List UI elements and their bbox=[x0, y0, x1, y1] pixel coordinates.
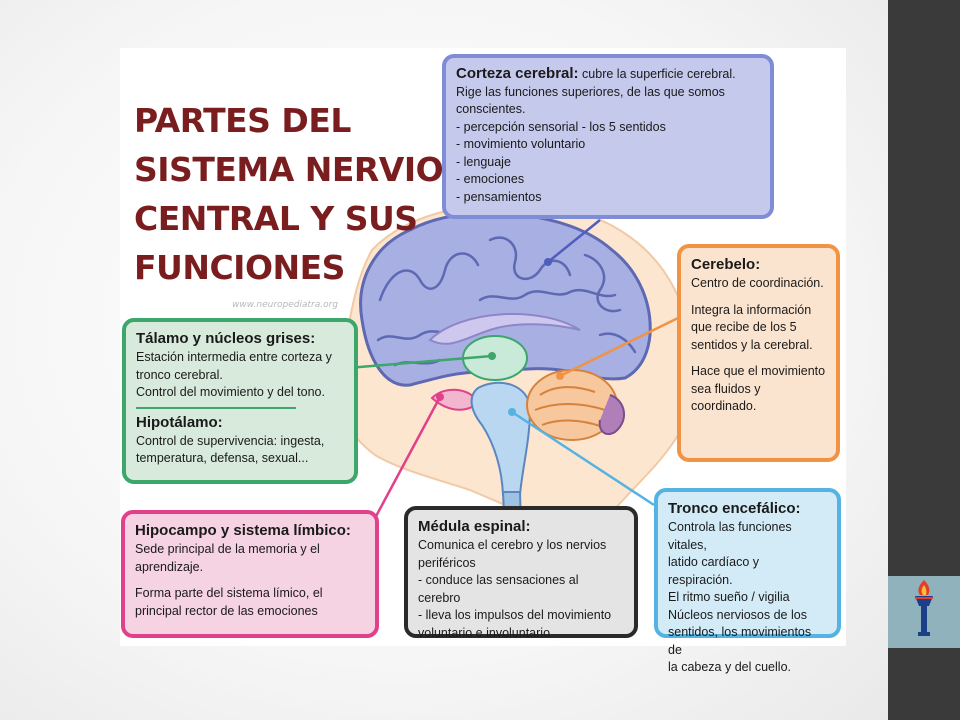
hipocampo-line: principal rector de las emociones bbox=[135, 603, 318, 618]
talamo-box: Tálamo y núcleos grises: Estación interm… bbox=[122, 318, 358, 484]
cerebelo-line: sentidos y la cerebral. bbox=[691, 337, 813, 352]
torch-logo-icon bbox=[915, 580, 933, 636]
corteza-heading: Corteza cerebral: bbox=[456, 65, 579, 82]
tronco-line: Núcleos nerviosos de los bbox=[668, 607, 807, 622]
medula-line: periféricos bbox=[418, 555, 476, 570]
hipocampo-heading: Hipocampo y sistema límbico: bbox=[135, 522, 351, 539]
medula-heading: Médula espinal: bbox=[418, 518, 531, 535]
hipocampo-line: aprendizaje. bbox=[135, 559, 204, 574]
medula-line: - conduce las sensaciones al cerebro bbox=[418, 573, 579, 605]
connector-cerebelo bbox=[559, 316, 679, 378]
connector-corteza bbox=[547, 219, 601, 263]
title-line: FUNCIONES bbox=[134, 248, 345, 287]
medula-line: voluntario e involuntario bbox=[418, 625, 551, 640]
medula-line: Comunica el cerebro y los nervios bbox=[418, 538, 607, 552]
corteza-line: Rige las funciones superiores, de las qu… bbox=[456, 84, 725, 99]
corpus-callosum bbox=[428, 312, 581, 345]
cerebelo-heading: Cerebelo: bbox=[691, 256, 761, 273]
page-title: PARTES DEL SISTEMA NERVIOSO CENTRAL Y SU… bbox=[134, 96, 495, 292]
connector-tronco bbox=[511, 410, 655, 507]
corteza-box: Corteza cerebral: cubre la superficie ce… bbox=[442, 54, 774, 219]
medula-box: Médula espinal: Comunica el cerebro y lo… bbox=[404, 506, 638, 640]
corteza-heading-rest: cubre la superficie cerebral. bbox=[582, 67, 736, 81]
title-line: CENTRAL Y SUS bbox=[134, 199, 418, 238]
cerebelo-line: sea fluidos y coordinado. bbox=[691, 381, 761, 414]
cerebelo-line: Hace que el movimiento bbox=[691, 364, 826, 378]
watermark-url: www.neuropediatra.org bbox=[232, 300, 339, 310]
tronco-line: sentidos, los movimientos de bbox=[668, 625, 812, 657]
logo-tile bbox=[888, 576, 960, 648]
corteza-line: conscientes. bbox=[456, 102, 526, 116]
title-line: SISTEMA NERVIOSO bbox=[134, 150, 495, 189]
tronco-line: la cabeza y del cuello. bbox=[668, 660, 791, 674]
talamo-divider bbox=[136, 406, 296, 409]
hipotalamo-line: temperatura, defensa, sexual... bbox=[136, 451, 309, 465]
tronco-box: Tronco encefálico: Controla las funcione… bbox=[654, 488, 841, 674]
talamo-line: Estación intermedia entre corteza y bbox=[136, 350, 332, 364]
tronco-line: El ritmo sueño / vigilia bbox=[668, 590, 790, 604]
cerebelo-line: Centro de coordinación. bbox=[691, 276, 824, 290]
cerebelo-box: Cerebelo: Centro de coordinación. Integr… bbox=[677, 244, 840, 462]
cerebelo-line: que recibe de los 5 bbox=[691, 320, 797, 334]
hipotalamo-heading: Hipotálamo: bbox=[136, 413, 223, 431]
hipotalamo-line: Control de supervivencia: ingesta, bbox=[136, 433, 325, 448]
talamo-line: Control del movimiento y del tono. bbox=[136, 385, 325, 399]
connector-hipocampo bbox=[372, 396, 442, 521]
talamo-line: tronco cerebral. bbox=[136, 367, 223, 382]
corteza-line: - pensamientos bbox=[456, 189, 542, 204]
tronco-line: Controla las funciones vitales, bbox=[668, 520, 792, 552]
talamo-heading: Tálamo y núcleos grises: bbox=[136, 330, 316, 347]
hipocampo-line: Forma parte del sistema límico, el bbox=[135, 586, 323, 600]
corteza-line: - percepción sensorial - los 5 sentidos bbox=[456, 119, 666, 134]
corteza-line: - movimiento voluntario bbox=[456, 137, 586, 151]
tronco-heading: Tronco encefálico: bbox=[668, 500, 801, 517]
hipocampo-line: Sede principal de la memoria y el bbox=[135, 542, 320, 556]
hipocampo-box: Hipocampo y sistema límbico: Sede princi… bbox=[121, 510, 379, 638]
medula-line: - lleva los impulsos del movimiento bbox=[418, 608, 612, 622]
corteza-line: - lenguaje bbox=[456, 154, 511, 169]
corteza-line: - emociones bbox=[456, 172, 525, 186]
cerebelo-line: Integra la información bbox=[691, 302, 812, 317]
title-line: PARTES DEL bbox=[134, 101, 351, 140]
tronco-line: latido cardíaco y respiración. bbox=[668, 555, 760, 587]
